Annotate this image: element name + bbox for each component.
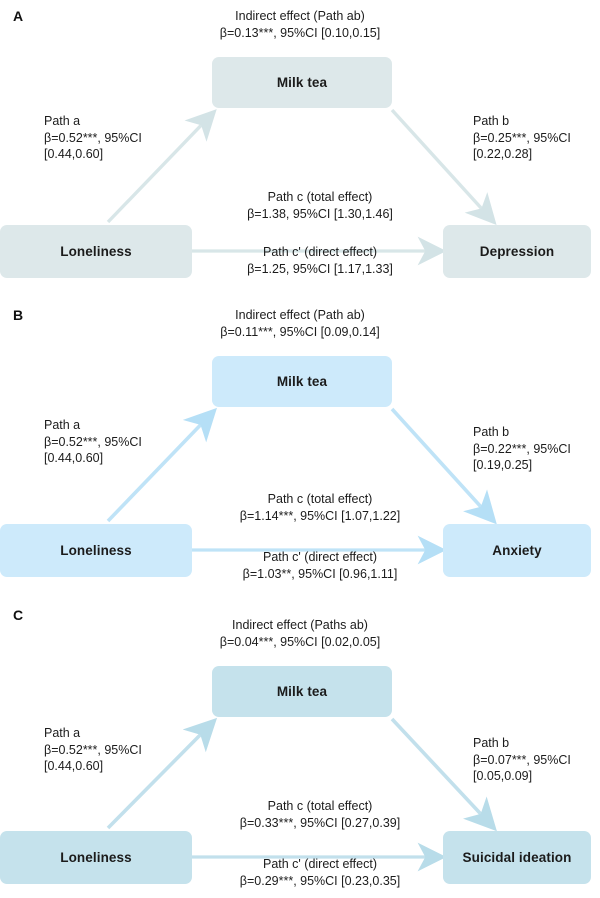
node-mediator: Milk tea: [212, 57, 392, 108]
label-path-b: Path b β=0.22***, 95%CI [0.19,0.25]: [473, 424, 571, 474]
indirect-title: Indirect effect (Paths ab): [232, 618, 368, 632]
node-mediator-label: Milk tea: [276, 75, 328, 90]
node-predictor: Loneliness: [0, 225, 192, 278]
label-path-c: Path c (total effect) β=1.14***, 95%CI […: [185, 491, 455, 524]
node-outcome: Anxiety: [443, 524, 591, 577]
label-path-b: Path b β=0.25***, 95%CI [0.22,0.28]: [473, 113, 571, 163]
path-b-title: Path b: [473, 114, 510, 128]
path-c-title: Path c (total effect): [267, 799, 373, 813]
indirect-stat: β=0.04***, 95%CI [0.02,0.05]: [219, 634, 381, 649]
panel-c: C Milk tea Loneliness Suicidal ideation …: [0, 599, 600, 898]
path-b-title: Path b: [473, 736, 510, 750]
path-b-stat: β=0.25***, 95%CI: [473, 130, 571, 145]
label-indirect-effect: Indirect effect (Path ab) β=0.11***, 95%…: [150, 307, 450, 340]
label-path-c-prime: Path c' (direct effect) β=0.29***, 95%CI…: [185, 856, 455, 889]
indirect-title: Indirect effect (Path ab): [235, 308, 365, 322]
node-predictor-label: Loneliness: [60, 244, 132, 259]
path-c-title: Path c (total effect): [267, 492, 373, 506]
label-path-c: Path c (total effect) β=1.38, 95%CI [1.3…: [185, 189, 455, 222]
label-path-c-prime: Path c' (direct effect) β=1.25, 95%CI [1…: [185, 244, 455, 277]
label-path-c: Path c (total effect) β=0.33***, 95%CI […: [185, 798, 455, 831]
path-c-stat: β=1.38, 95%CI [1.30,1.46]: [247, 206, 393, 221]
path-a-ci: [0.44,0.60]: [44, 451, 104, 465]
path-b-title: Path b: [473, 425, 510, 439]
label-path-a: Path a β=0.52***, 95%CI [0.44,0.60]: [44, 417, 142, 467]
path-c-prime-title: Path c' (direct effect): [262, 857, 377, 871]
label-path-c-prime: Path c' (direct effect) β=1.03**, 95%CI …: [185, 549, 455, 582]
label-path-a: Path a β=0.52***, 95%CI [0.44,0.60]: [44, 725, 142, 775]
path-c-stat: β=0.33***, 95%CI [0.27,0.39]: [239, 815, 401, 830]
path-b-stat: β=0.07***, 95%CI: [473, 752, 571, 767]
node-mediator-label: Milk tea: [276, 374, 328, 389]
path-c-prime-stat: β=1.25, 95%CI [1.17,1.33]: [247, 261, 393, 276]
indirect-title: Indirect effect (Path ab): [235, 9, 365, 23]
panel-letter-b: B: [13, 307, 24, 323]
label-indirect-effect: Indirect effect (Paths ab) β=0.04***, 95…: [150, 617, 450, 650]
node-mediator: Milk tea: [212, 356, 392, 407]
path-a-title: Path a: [44, 114, 81, 128]
path-c-title: Path c (total effect): [267, 190, 373, 204]
node-predictor: Loneliness: [0, 831, 192, 884]
path-b-ci: [0.19,0.25]: [473, 458, 533, 472]
label-path-a: Path a β=0.52***, 95%CI [0.44,0.60]: [44, 113, 142, 163]
node-predictor: Loneliness: [0, 524, 192, 577]
node-outcome-label: Suicidal ideation: [462, 850, 572, 865]
path-a-ci: [0.44,0.60]: [44, 147, 104, 161]
path-c-prime-title: Path c' (direct effect): [262, 245, 377, 259]
label-path-b: Path b β=0.07***, 95%CI [0.05,0.09]: [473, 735, 571, 785]
path-a-stat: β=0.52***, 95%CI: [44, 130, 142, 145]
path-a-stat: β=0.52***, 95%CI: [44, 742, 142, 757]
node-outcome: Depression: [443, 225, 591, 278]
node-outcome-label: Depression: [479, 244, 555, 259]
path-b-ci: [0.05,0.09]: [473, 769, 533, 783]
panel-letter-c: C: [13, 607, 24, 623]
panel-letter-a: A: [13, 8, 24, 24]
path-a-stat: β=0.52***, 95%CI: [44, 434, 142, 449]
path-b-ci: [0.22,0.28]: [473, 147, 533, 161]
node-outcome: Suicidal ideation: [443, 831, 591, 884]
node-mediator-label: Milk tea: [276, 684, 328, 699]
path-a-title: Path a: [44, 418, 81, 432]
path-c-prime-stat: β=1.03**, 95%CI [0.96,1.11]: [242, 566, 398, 581]
path-a-title: Path a: [44, 726, 81, 740]
path-c-prime-stat: β=0.29***, 95%CI [0.23,0.35]: [239, 873, 401, 888]
label-indirect-effect: Indirect effect (Path ab) β=0.13***, 95%…: [150, 8, 450, 41]
path-c-stat: β=1.14***, 95%CI [1.07,1.22]: [239, 508, 401, 523]
node-mediator: Milk tea: [212, 666, 392, 717]
node-predictor-label: Loneliness: [60, 543, 132, 558]
path-c-prime-title: Path c' (direct effect): [262, 550, 377, 564]
node-outcome-label: Anxiety: [492, 543, 542, 558]
indirect-stat: β=0.11***, 95%CI [0.09,0.14]: [220, 324, 380, 339]
panel-b: B Milk tea Loneliness Anxiety Indirect e…: [0, 299, 600, 598]
path-a-ci: [0.44,0.60]: [44, 759, 104, 773]
panel-a: A Milk tea Loneliness Depression Indirec…: [0, 0, 600, 299]
node-predictor-label: Loneliness: [60, 850, 132, 865]
path-b-stat: β=0.22***, 95%CI: [473, 441, 571, 456]
indirect-stat: β=0.13***, 95%CI [0.10,0.15]: [219, 25, 381, 40]
